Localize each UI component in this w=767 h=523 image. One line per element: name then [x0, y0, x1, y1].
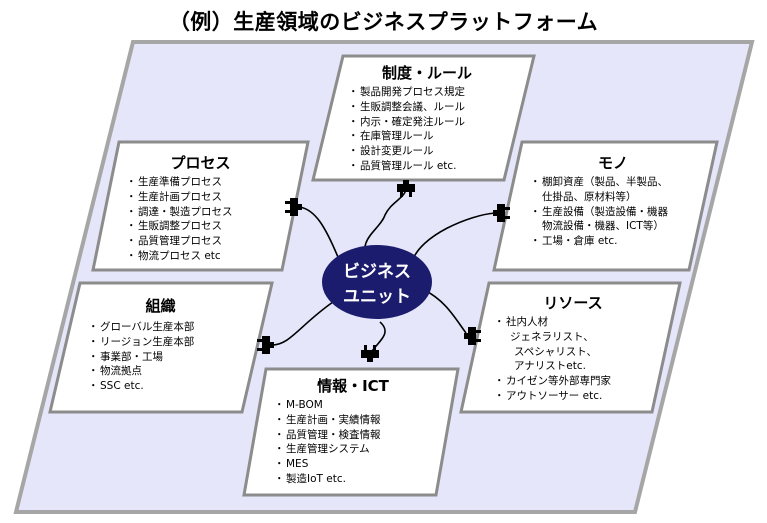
list-item: 物流拠点 [88, 364, 243, 379]
list-item: 品質管理プロセス [126, 234, 283, 249]
plug-icon [397, 180, 415, 197]
list-item: 仕掛品、原材料等） [542, 190, 637, 203]
business-unit-label: ビジネス ユニット [322, 250, 432, 320]
list-item: 品質管理・検査情報 [274, 428, 438, 443]
list-item: 在庫管理ルール [348, 129, 512, 144]
plug-icon [361, 345, 379, 362]
list-item: 生販調整プロセス [126, 219, 283, 234]
list-item: スペシャリスト、 [514, 345, 598, 358]
list-item: SSC etc. [88, 379, 243, 394]
page-title: （例）生産領域のビジネスプラットフォーム [168, 10, 599, 34]
plug-icon [285, 198, 302, 216]
list-item: 生産準備プロセス [126, 175, 283, 190]
list-item: 社内人材 [494, 315, 658, 330]
list-item: 生販調整会議、ルール [348, 100, 512, 115]
list-item: 設計変更ルール [348, 144, 512, 159]
business-unit-line1: ビジネス [343, 262, 411, 282]
list-item: 生産設備（製造設備・機器 [530, 205, 698, 220]
list-item: 生産計画プロセス [126, 190, 283, 205]
mono-box: モノ 棚卸資産（製品、半製品、 仕掛品、原材料等） 生産設備（製造設備・機器 物… [528, 152, 698, 249]
list-item: 品質管理ルール etc. [348, 159, 512, 174]
list-item: カイゼン等外部専門家 [494, 374, 658, 389]
list-item: 製造IoT etc. [274, 472, 438, 487]
plug-icon [464, 327, 481, 345]
rules-title: 制度・ルール [381, 64, 472, 82]
cable-mono [411, 212, 496, 263]
business-unit-ellipse [322, 245, 432, 319]
process-box: プロセス 生産準備プロセス 生産計画プロセス 調達・製造プロセス 生販調整プロセ… [118, 152, 283, 264]
process-title: プロセス [170, 154, 231, 172]
mono-title: モノ [597, 154, 628, 172]
plug-icon [493, 204, 510, 222]
org-title: 組織 [145, 297, 176, 315]
resource-box: リソース 社内人材 ジェネラリスト、 スペシャリスト、 アナリストetc. カイ… [488, 292, 658, 404]
list-item: 事業部・工場 [88, 350, 243, 365]
list-item: MES [274, 457, 438, 472]
list-item: グローバル生産本部 [88, 320, 243, 335]
info-title: 情報・ICT [317, 377, 389, 395]
list-item: 工場・倉庫 etc. [530, 234, 698, 249]
cable-process [299, 206, 341, 263]
list-item: 生産管理システム [274, 442, 438, 457]
list-item: 棚卸資産（製品、半製品、 [530, 175, 698, 190]
list-item: アウトソーサー etc. [494, 389, 658, 404]
plug-icon [257, 336, 274, 354]
list-item: 内示・確定発注ルール [348, 115, 512, 130]
list-item: リージョン生産本部 [88, 335, 243, 350]
list-item: 物流プロセス etc [126, 249, 283, 264]
business-unit-line2: ユニット [343, 287, 411, 307]
org-box: 組織 グローバル生産本部 リージョン生産本部 事業部・工場 物流拠点 SSC e… [78, 295, 243, 394]
list-item: 製品開発プロセス規定 [348, 85, 512, 100]
list-item: M-BOM [274, 398, 438, 413]
list-item: 物流設備・機器、ICT等） [542, 220, 664, 233]
list-item: 調達・製造プロセス [126, 205, 283, 220]
list-item: ジェネラリスト、 [510, 330, 594, 343]
cable-org [271, 301, 334, 346]
list-item: 生産計画・実績情報 [274, 413, 438, 428]
info-box: 情報・ICT M-BOM 生産計画・実績情報 品質管理・検査情報 生産管理システ… [268, 375, 438, 487]
rules-box: 制度・ルール 製品開発プロセス規定 生販調整会議、ルール 内示・確定発注ルール … [342, 62, 512, 174]
list-item: アナリストetc. [514, 360, 586, 373]
resource-title: リソース [543, 294, 603, 312]
